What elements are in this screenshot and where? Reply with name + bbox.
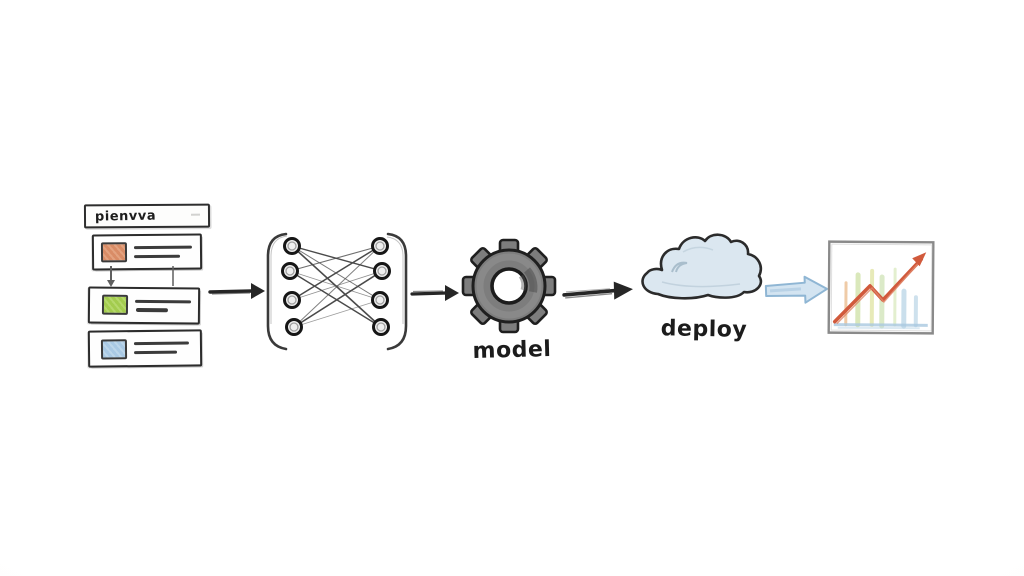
data-panel-header: pienvva — [83, 203, 211, 229]
text-line — [133, 245, 192, 249]
thumbnail-blue-icon — [100, 339, 128, 360]
text-line — [134, 350, 178, 354]
text-line — [135, 307, 168, 312]
chart-bars — [844, 267, 918, 329]
deploy-label: deploy — [660, 316, 748, 343]
data-panel-title: pienvva — [94, 208, 157, 225]
neural-network-icon — [266, 232, 408, 351]
text-line — [135, 299, 192, 303]
data-row-1 — [91, 233, 203, 271]
text-line — [133, 341, 189, 345]
thumbnail-green-icon — [101, 294, 129, 315]
results-chart-icon — [827, 240, 935, 335]
text-line — [134, 254, 181, 258]
arrow-right-icon — [208, 283, 265, 299]
gear-icon — [461, 238, 557, 334]
data-row-3 — [87, 329, 203, 368]
connector-line — [172, 266, 174, 286]
cloud-icon — [641, 233, 763, 300]
model-label: model — [472, 336, 552, 365]
network-nodes — [281, 237, 391, 336]
connector-line — [110, 266, 112, 280]
block-arrow-right-icon — [764, 275, 828, 304]
header-dash — [190, 213, 200, 216]
arrow-right-icon — [410, 285, 459, 301]
arrow-right-icon — [562, 281, 633, 300]
connector-arrowhead-icon — [107, 280, 115, 287]
trend-line — [832, 252, 927, 325]
thumbnail-red-icon — [100, 242, 128, 263]
trend-arrowhead-icon — [912, 252, 927, 267]
data-row-2 — [87, 286, 201, 325]
